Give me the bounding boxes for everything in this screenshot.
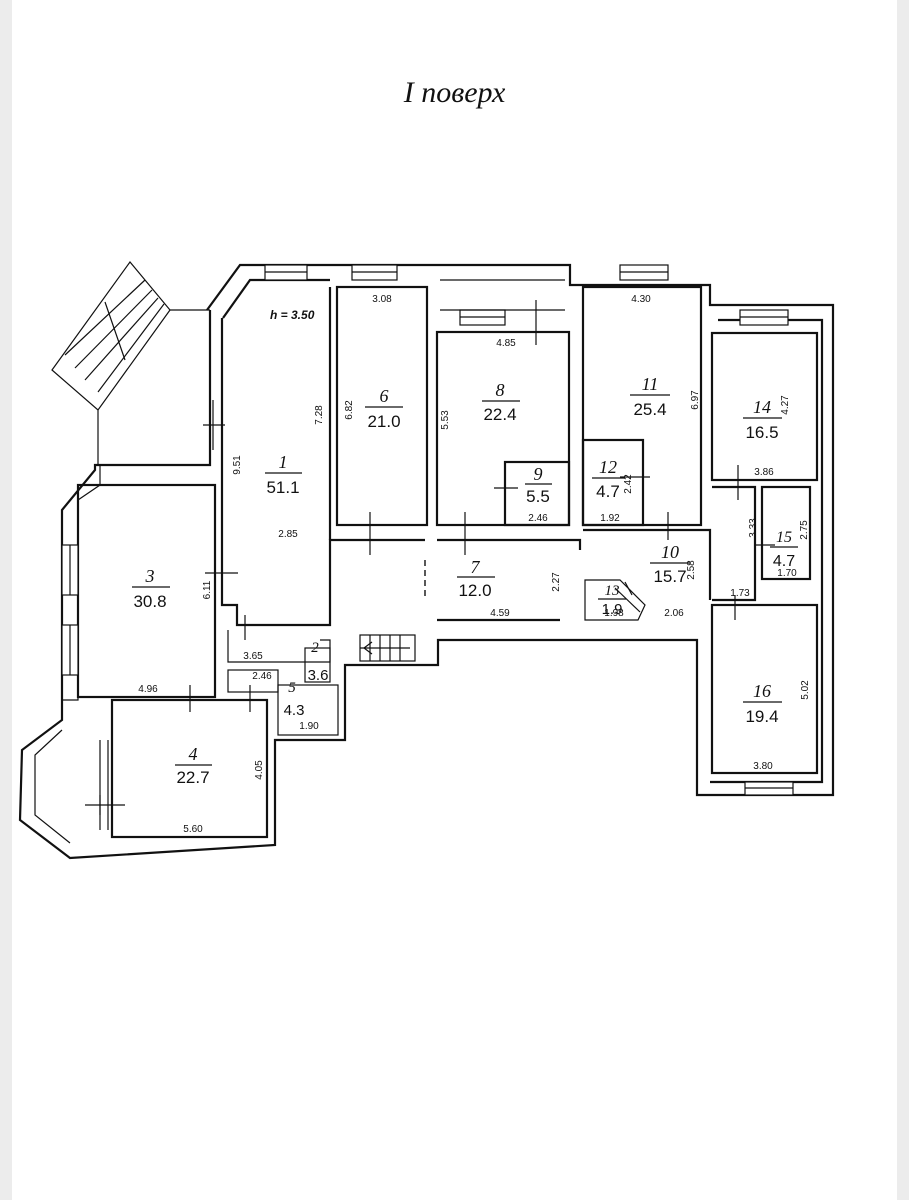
dim-label: 5.53 [440,410,451,430]
svg-text:9: 9 [534,464,543,484]
svg-text:6: 6 [380,386,389,406]
svg-text:51.1: 51.1 [266,478,299,497]
dim-label: 1.92 [600,513,620,524]
room-12: 12 4.7 [592,457,625,501]
room-9-outline [503,460,571,527]
room-7: 7 12.0 [457,557,495,600]
dim-label: 6.82 [344,400,355,420]
dim-label: 2.46 [252,671,272,682]
dim-label: 4.85 [496,338,516,349]
dim-label: 2.85 [278,529,298,540]
svg-text:15: 15 [776,529,792,546]
svg-text:22.7: 22.7 [176,768,209,787]
svg-text:3: 3 [145,566,155,586]
dim-label: 9.51 [232,455,243,475]
dim-label: 3.86 [754,467,774,478]
dim-label: 1.90 [299,721,319,732]
ceiling-height: h = 3.50 [270,308,315,322]
svg-text:8: 8 [496,380,505,400]
dim-label: 2.42 [623,474,634,494]
room-8: 8 22.4 [482,380,520,424]
room-1: 1 51.1 [265,452,302,497]
svg-text:2: 2 [311,640,319,656]
room-2-outline [304,647,331,683]
dim-label: 2.27 [551,572,562,592]
room-8-outline [435,330,571,527]
dim-label: 4.30 [631,294,651,305]
room-3-outline [76,483,217,699]
room-14: 14 16.5 [743,397,782,442]
dim-label: 2.75 [799,520,810,540]
room-2: 2 3.6 [308,640,329,684]
dim-label: 4.96 [138,684,158,695]
svg-text:19.4: 19.4 [745,707,778,726]
room-14-outline [710,331,819,482]
room-4: 4 22.7 [175,744,212,787]
svg-text:3.6: 3.6 [308,667,329,684]
dim-label: 4.27 [780,395,791,415]
svg-text:13: 13 [605,583,620,599]
svg-text:25.4: 25.4 [633,400,666,419]
svg-text:15.7: 15.7 [653,567,686,586]
dim-label: 4.59 [490,608,510,619]
svg-text:16: 16 [753,681,771,701]
svg-text:12.0: 12.0 [458,581,491,600]
room-11: 11 25.4 [630,374,670,419]
room-10: 10 15.7 [650,542,690,586]
room-13-outline [584,579,646,621]
dim-label: 2.46 [528,513,548,524]
svg-text:30.8: 30.8 [133,592,166,611]
svg-text:5: 5 [288,680,296,696]
dim-label: 1.98 [604,608,624,619]
svg-text:21.0: 21.0 [367,412,400,431]
dim-label: 3.33 [748,518,759,538]
dim-label: 1.70 [777,568,797,579]
interior-walls [34,285,819,844]
dim-label: 6.11 [202,580,213,599]
dim-label: 3.65 [243,651,263,662]
svg-text:14: 14 [753,397,771,417]
dimension-labels: 3.08 6.82 4.85 5.53 4.30 6.97 4.27 3.86 … [138,294,811,835]
dim-label: 2.58 [686,560,697,580]
svg-text:1.9: 1.9 [602,601,623,618]
room-15: 15 4.7 [770,529,798,570]
svg-text:16.5: 16.5 [745,423,778,442]
dim-label: 5.02 [800,680,811,700]
dim-label: 7.28 [314,405,325,425]
svg-text:7: 7 [471,557,481,577]
dim-label: 2.06 [664,608,684,619]
svg-text:4: 4 [189,744,198,764]
svg-text:22.4: 22.4 [483,405,516,424]
svg-text:10: 10 [661,542,679,562]
dim-label: 5.60 [183,824,203,835]
floor-title: І поверх [403,76,506,109]
svg-text:4.7: 4.7 [596,482,620,501]
dim-label: 6.97 [690,390,701,410]
svg-text:4.3: 4.3 [284,702,305,719]
room-16: 16 19.4 [743,681,782,726]
room-9: 9 5.5 [525,464,552,506]
room-6: 6 21.0 [365,386,403,431]
dim-label: 4.05 [254,760,265,780]
room-5: 5 4.3 [284,680,305,719]
svg-text:4.7: 4.7 [773,553,795,570]
svg-text:1: 1 [279,452,288,472]
room-13: 13 1.9 [598,583,626,618]
room-3: 3 30.8 [132,566,170,611]
svg-text:12: 12 [599,457,617,477]
svg-text:5.5: 5.5 [526,487,550,506]
dim-label: 3.08 [372,294,392,305]
doors [85,300,775,815]
room-6-outline [335,285,429,527]
dim-label: 1.73 [730,588,750,599]
room-labels: 1 51.1 2 3.6 3 30.8 4 22.7 5 4.3 6 21.0 [132,374,798,787]
dim-label: 3.80 [753,761,773,772]
room-15-outline [760,485,812,581]
room-5-outline [277,684,339,736]
room-16-outline [710,603,819,775]
windows [61,264,794,796]
svg-text:11: 11 [642,374,659,394]
room-12-outline [581,438,645,527]
